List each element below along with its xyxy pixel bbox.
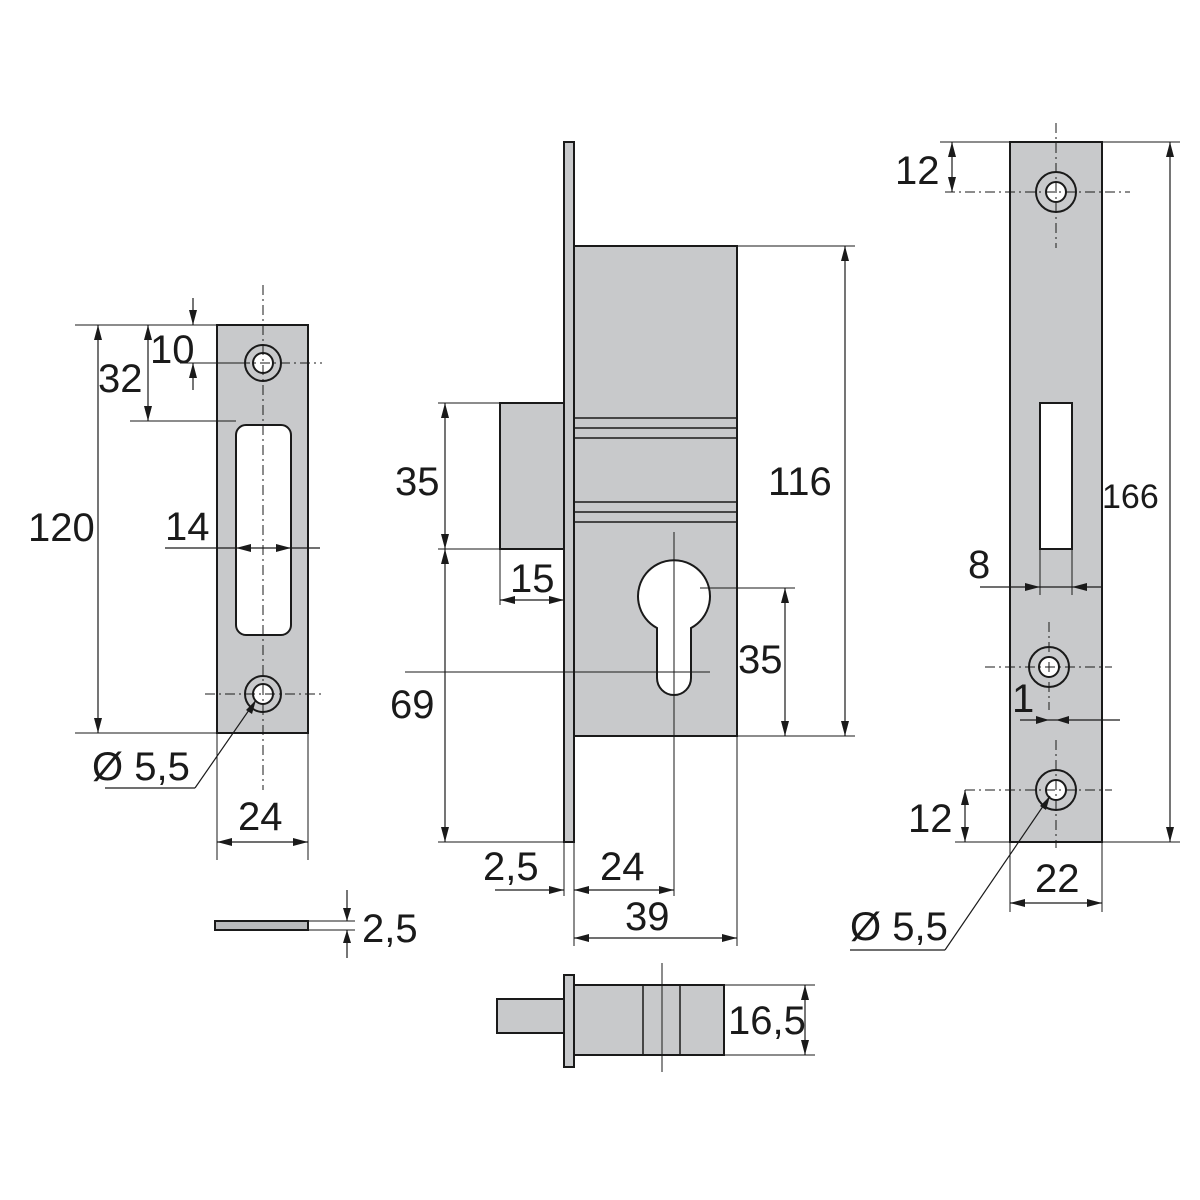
faceplate-bolt-opening — [1039, 402, 1073, 550]
dim-label-35-bolt: 35 — [395, 460, 440, 504]
lock-case — [573, 245, 738, 737]
case-end-view — [573, 984, 725, 1056]
dim-label-166: 166 — [1102, 478, 1159, 516]
lock-bolt — [499, 402, 565, 550]
dim-label-69: 69 — [390, 683, 435, 727]
lock-body: 116 35 15 35 69 2,5 — [390, 141, 855, 1072]
dim-label-22: 22 — [1035, 857, 1080, 901]
forend-end-view — [563, 974, 575, 1068]
dim-label-12-top: 12 — [895, 149, 940, 193]
dim-label-faceplate-hole-diameter: Ø 5,5 — [850, 905, 948, 949]
dim-label-8: 8 — [968, 543, 990, 587]
lock-bottom-view: 16,5 — [496, 963, 815, 1072]
dim-label-116: 116 — [768, 460, 832, 504]
dim-label-12-bottom: 12 — [908, 797, 953, 841]
lock-forend-side — [563, 141, 575, 843]
dim-label-24-backset: 24 — [600, 845, 645, 889]
bolt-end-view — [496, 998, 565, 1034]
strike-plate: 120 32 10 14 Ø 5,5 24 — [28, 285, 418, 958]
dim-label-15: 15 — [510, 557, 555, 601]
dim-label-1: 1 — [1012, 677, 1034, 721]
dim-label-35-cylinder: 35 — [738, 638, 783, 682]
dim-label-16-5: 16,5 — [728, 999, 806, 1043]
strike-plate-thickness-view — [214, 920, 309, 931]
dim-label-32: 32 — [98, 357, 143, 401]
dim-label-24-strike: 24 — [238, 795, 283, 839]
faceplate: 12 166 8 1 12 22 — [850, 123, 1180, 951]
dim-label-thickness: 2,5 — [362, 907, 418, 951]
dim-label-hole-diameter: Ø 5,5 — [92, 745, 190, 789]
dim-label-120: 120 — [28, 506, 95, 550]
dim-label-14: 14 — [165, 505, 210, 549]
dim-label-39: 39 — [625, 895, 670, 939]
dim-label-10: 10 — [150, 328, 195, 372]
dim-label-2-5: 2,5 — [483, 845, 539, 889]
